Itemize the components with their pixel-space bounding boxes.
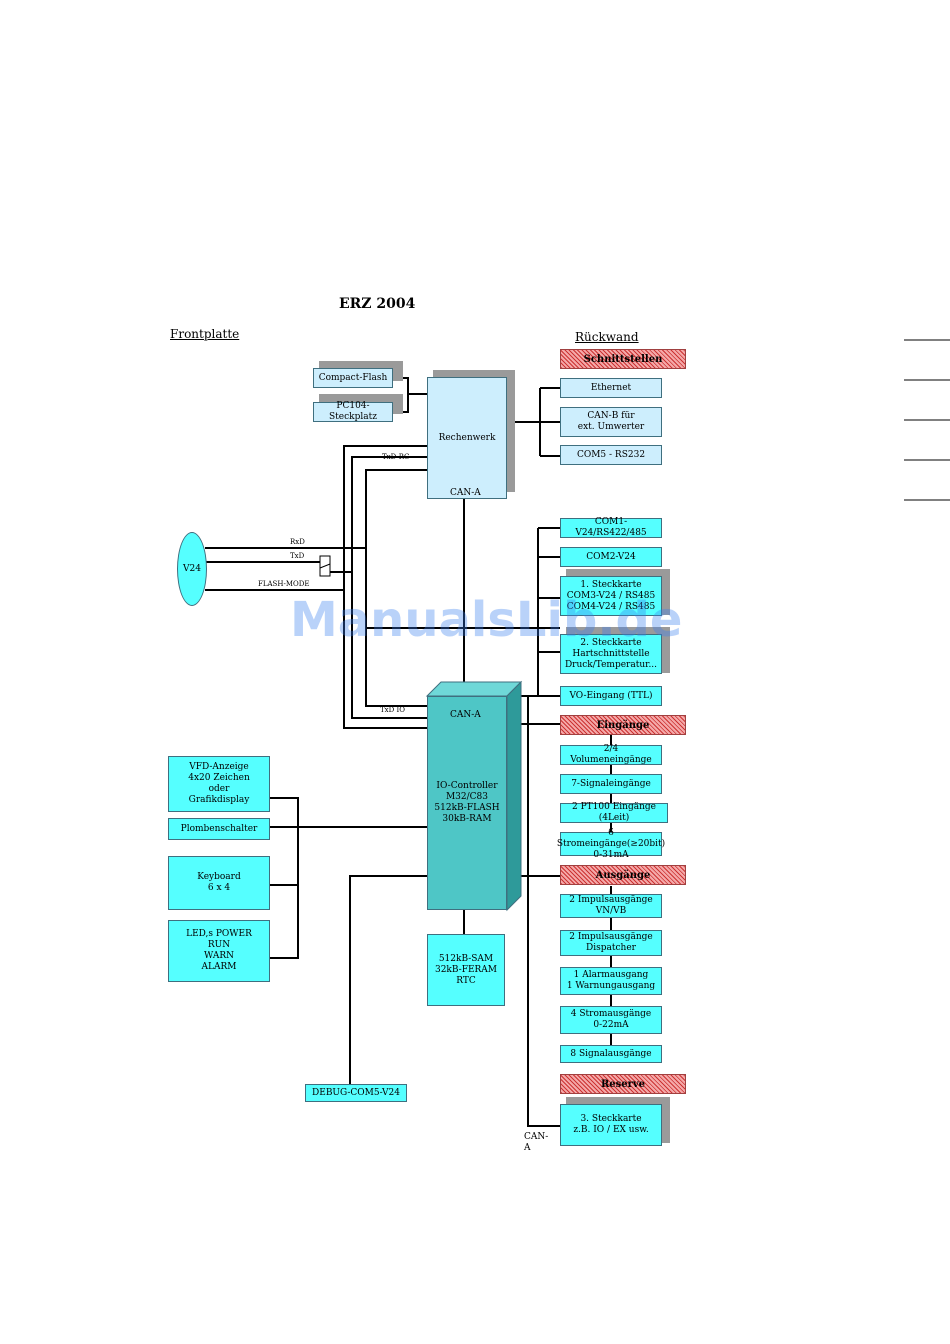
front-header: Frontplatte (170, 327, 240, 341)
output-pulse1-block: 2 Impulsausgänge VN/VB (560, 894, 662, 918)
com5-block: COM5 - RS232 (560, 445, 662, 465)
rechenwerk-can-label: CAN-A (450, 488, 481, 498)
section-outputs: Ausgänge (560, 865, 686, 885)
ethernet-block: Ethernet (560, 378, 662, 398)
input-signal-block: 7-Signaleingänge (560, 774, 662, 794)
signal-txd-rc: TxD-RC (382, 453, 410, 461)
input-volume-block: 2/4 Volumeneingänge (560, 744, 662, 765)
card3-block: 3. Steckkarte z.B. IO / EX usw. (560, 1104, 662, 1146)
compact-flash-block: Compact-Flash (313, 368, 393, 388)
card1-block: 1. Steckkarte COM3-V24 / RS485 COM4-V24 … (560, 576, 662, 616)
vfd-block: VFD-Anzeige 4x20 Zeichen oder Grafikdisp… (168, 756, 270, 812)
section-interfaces: Schnittstellen (560, 349, 686, 369)
output-signal-block: 8 Signalausgänge (560, 1045, 662, 1063)
signal-txd: TxD (290, 552, 305, 560)
diagram-title: ERZ 2004 (339, 296, 416, 312)
keyboard-block: Keyboard 6 x 4 (168, 856, 270, 910)
can-a-bottom-label: CAN- A (524, 1132, 549, 1153)
com2-block: COM2-V24 (560, 547, 662, 567)
signal-rxd: RxD (290, 538, 305, 546)
signal-flash-mode: FLASH-MODE (258, 580, 310, 588)
rechenwerk-label: Rechenwerk (438, 432, 496, 443)
io-controller-block: IO-Controller M32/C83 512kB-FLASH 30kB-R… (427, 696, 507, 910)
rechenwerk-block: Rechenwerk (427, 377, 507, 499)
debug-block: DEBUG-COM5-V24 (305, 1084, 407, 1102)
output-pulse2-block: 2 Impulsausgänge Dispatcher (560, 930, 662, 956)
vo-input-block: VO-Eingang (TTL) (560, 686, 662, 706)
section-reserve: Reserve (560, 1074, 686, 1094)
input-current-block: 6 Stromeingänge(≥20bit) 0-31mA (556, 827, 666, 860)
v24-label: V24 (183, 564, 201, 574)
card2-block: 2. Steckkarte Hartschnittstelle Druck/Te… (560, 634, 662, 674)
section-inputs: Eingänge (560, 715, 686, 735)
sram-block: 512kB-SAM 32kB-FERAM RTC (427, 934, 505, 1006)
io-controller-label: IO-Controller M32/C83 512kB-FLASH 30kB-R… (434, 781, 500, 824)
output-alarm-block: 1 Alarmausgang 1 Warnungausgang (560, 967, 662, 995)
rear-header: Rückwand (575, 330, 639, 344)
leds-block: LED,s POWER RUN WARN ALARM (168, 920, 270, 982)
com1-block: COM1-V24/RS422/485 (560, 517, 662, 538)
io-can-label: CAN-A (450, 710, 481, 720)
input-pt100-block: 2 PT100 Eingänge (4Leit) (560, 802, 668, 823)
output-current-block: 4 Stromausgänge 0-22mA (560, 1006, 662, 1034)
can-b-block: CAN-B für ext. Umwerter (560, 407, 662, 437)
signal-txd-io: TxD IO (380, 706, 405, 714)
v24-port: V24 (177, 532, 207, 606)
plomben-block: Plombenschalter (168, 818, 270, 840)
watermark: ManualsLib.de (290, 592, 683, 648)
pc104-block: PC104-Steckplatz (313, 401, 393, 422)
